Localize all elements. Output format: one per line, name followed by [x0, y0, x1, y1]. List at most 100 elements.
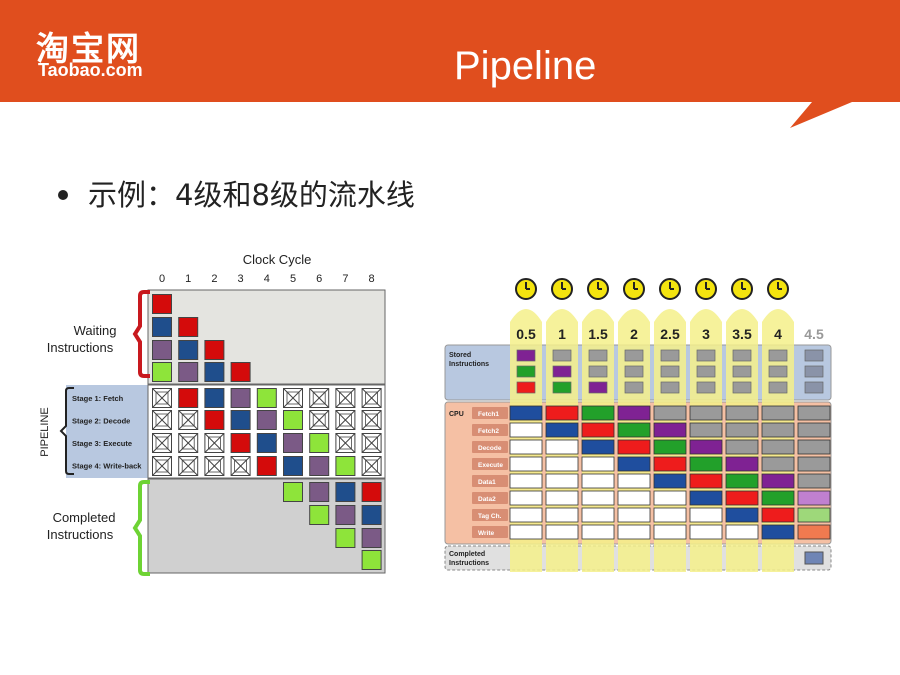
cpu-cell-c7-s3 — [761, 456, 795, 472]
cpu-cell-c4-s5 — [653, 490, 687, 506]
cpu-cell-c1-s5 — [545, 490, 579, 506]
waiting-instruction-c2-r3 — [204, 362, 225, 382]
cpu-cell-c0-s3 — [509, 456, 543, 472]
cpu-cell-c5-s7 — [689, 524, 723, 540]
cpu-cell-c0-s2 — [509, 439, 543, 455]
completed-instruction-c7-r2 — [335, 528, 356, 548]
stored-slot-c4-r0 — [660, 349, 680, 362]
stage2-cycle4-instruction — [256, 410, 277, 430]
stage4-cycle6-instruction — [309, 456, 330, 476]
cpu-cell-c4-s0 — [653, 405, 687, 421]
cpu-cell-c3-s3 — [617, 456, 651, 472]
cpu-cell-c2-s4 — [581, 473, 615, 489]
cpu-cell-c8-s3 — [797, 456, 831, 472]
pipeline-vertical-label: PIPELINE — [39, 407, 51, 457]
clock-icon — [731, 278, 753, 300]
stored-slot-c7-r0 — [768, 349, 788, 362]
stored-slot-c2-r2 — [588, 381, 608, 394]
stage1-cycle6-bubble-inner — [312, 391, 326, 405]
cpu-cell-c5-s0 — [689, 405, 723, 421]
stored-slot-c3-r2 — [624, 381, 644, 394]
cpu-cell-c7-s6 — [761, 507, 795, 523]
waiting-instruction-c0-r3 — [152, 362, 172, 382]
stored-slot-c4-r1 — [660, 365, 680, 378]
cpu-cell-c5-s1 — [689, 422, 723, 438]
stored-label-line1: Stored — [449, 352, 471, 359]
cpu-cell-c1-s6 — [545, 507, 579, 523]
waiting-instruction-c1-r3 — [178, 362, 199, 382]
header-banner — [0, 0, 900, 128]
cpu-cell-c7-s2 — [761, 439, 795, 455]
stored-slot-c7-r1 — [768, 365, 788, 378]
cycle-label-2.5: 2.5 — [660, 326, 680, 342]
stage2-cycle1-bubble-inner — [181, 413, 195, 427]
clock-cycle-label: Clock Cycle — [243, 252, 312, 267]
completed-instruction-c5-r0 — [283, 482, 303, 502]
stored-slot-c6-r2 — [732, 381, 752, 394]
cpu-cell-c2-s0 — [581, 405, 615, 421]
completed-brace — [132, 480, 150, 576]
cycle-label-1: 1 — [558, 326, 566, 342]
bullet-dot — [58, 190, 68, 200]
completed-label-right-line1: Completed — [449, 551, 485, 558]
stage2-cycle2-instruction — [204, 410, 225, 430]
stage2-cycle8-bubble-inner — [365, 413, 379, 427]
completed-slot-c8 — [804, 551, 824, 565]
stage4-cycle1-bubble-inner — [181, 459, 195, 473]
stage1-cycle4-instruction — [256, 388, 277, 408]
cycle-number-7: 7 — [342, 273, 348, 285]
cpu-cell-c7-s4 — [761, 473, 795, 489]
stage3-cycle5-instruction — [283, 433, 303, 453]
stage-label-Data2: Data2 — [478, 496, 496, 503]
cpu-cell-c8-s6 — [797, 507, 831, 523]
stored-slot-c6-r1 — [732, 365, 752, 378]
stage-label-Data1: Data1 — [478, 479, 496, 486]
clock-icon — [551, 278, 573, 300]
stage1-cycle2-instruction — [204, 388, 225, 408]
completed-label-line1: Completed — [53, 510, 116, 525]
cpu-cell-c5-s4 — [689, 473, 723, 489]
stage2-cycle7-bubble-inner — [338, 413, 352, 427]
cpu-cell-c0-s5 — [509, 490, 543, 506]
cpu-cell-c6-s3 — [725, 456, 759, 472]
cpu-cell-c3-s0 — [617, 405, 651, 421]
stored-slot-c2-r0 — [588, 349, 608, 362]
stage4-cycle0-bubble-inner — [155, 459, 169, 473]
stored-slot-c8-r1 — [804, 365, 824, 378]
stage-label-bg-0 — [472, 407, 508, 419]
bullet-text: 示例：4级和8级的流水线 — [88, 178, 415, 212]
cpu-cell-c0-s4 — [509, 473, 543, 489]
stage-label-Execute: Execute — [478, 462, 503, 469]
stage3-cycle8-bubble-inner — [365, 436, 379, 450]
stored-slot-c0-r1 — [516, 365, 536, 378]
completed-instruction-c8-r1 — [361, 505, 382, 525]
waiting-instruction-c1-r2 — [178, 340, 199, 360]
waiting-instruction-c0-r2 — [152, 340, 172, 360]
pipeline-cells — [152, 294, 382, 570]
stage-label-bg-6 — [472, 509, 508, 521]
stored-slot-c1-r0 — [552, 349, 572, 362]
cpu-cell-c4-s7 — [653, 524, 687, 540]
cpu-cell-c3-s2 — [617, 439, 651, 455]
stage3-cycle0-bubble-inner — [155, 436, 169, 450]
completed-instruction-c6-r0 — [309, 482, 330, 502]
stage-label-bg-2 — [472, 441, 508, 453]
completed-instruction-c6-r1 — [309, 505, 330, 525]
cpu-cell-c0-s0 — [509, 405, 543, 421]
cpu-cell-c4-s4 — [653, 473, 687, 489]
cpu-cell-c5-s6 — [689, 507, 723, 523]
cpu-cell-c0-s1 — [509, 422, 543, 438]
stored-slot-c3-r0 — [624, 349, 644, 362]
stored-slot-c6-r0 — [732, 349, 752, 362]
stage2-cycle3-instruction — [230, 410, 251, 430]
stage2-cycle5-instruction — [283, 410, 303, 430]
stage4-cycle3-bubble-inner — [234, 459, 248, 473]
cycle-number-8: 8 — [369, 273, 375, 285]
stored-slot-c2-r1 — [588, 365, 608, 378]
completed-label-right-line2: Instructions — [449, 560, 489, 567]
stage-label-4: Stage 4: Write-back — [72, 462, 142, 471]
cpu-cell-c0-s7 — [509, 524, 543, 540]
stage2-cycle0-bubble-inner — [155, 413, 169, 427]
